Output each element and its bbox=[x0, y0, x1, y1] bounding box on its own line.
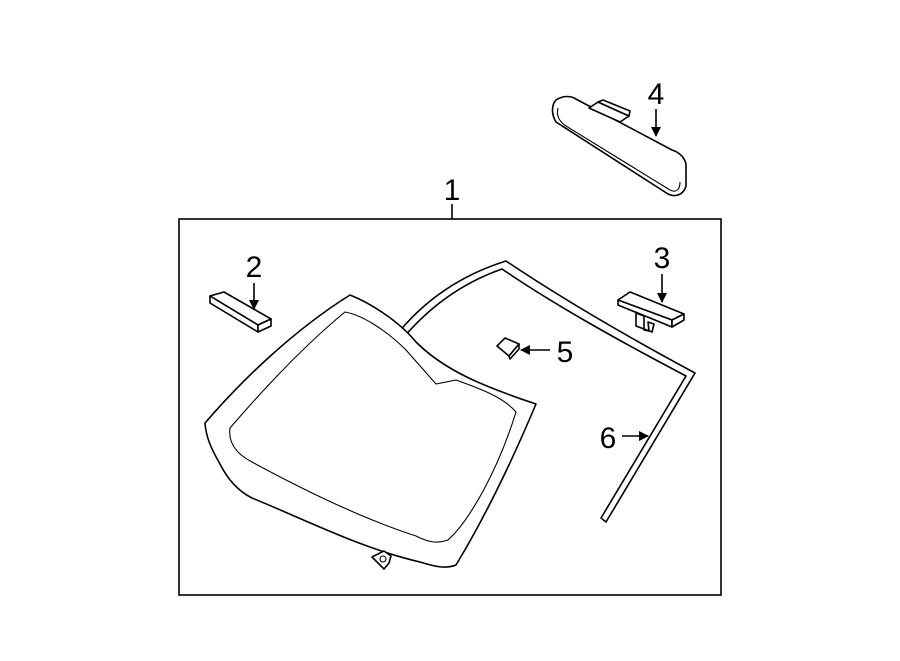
callout-4-label: 4 bbox=[648, 78, 665, 111]
bracket-left bbox=[209, 291, 272, 333]
rear-view-mirror bbox=[551, 95, 687, 197]
molding-strip bbox=[363, 260, 696, 523]
callout-5-label: 5 bbox=[557, 336, 574, 369]
callout-1: 1 bbox=[444, 174, 461, 219]
callout-1-label: 1 bbox=[444, 174, 461, 207]
callout-5: 5 bbox=[520, 336, 574, 369]
callout-2-label: 2 bbox=[246, 251, 263, 284]
callout-3: 3 bbox=[654, 242, 671, 303]
assembly-frame bbox=[178, 218, 722, 596]
callout-3-label: 3 bbox=[654, 242, 671, 275]
bracket-right bbox=[617, 291, 685, 333]
bracket-left-end bbox=[257, 318, 272, 333]
mirror-mount-block bbox=[597, 99, 631, 117]
mirror-body bbox=[551, 95, 687, 197]
windshield bbox=[204, 294, 537, 570]
mirror-lens-edge bbox=[556, 107, 681, 192]
windshield-glass bbox=[204, 294, 537, 568]
bracket-right-tab bbox=[635, 312, 655, 333]
clip-side bbox=[508, 343, 520, 360]
windshield-frit-line bbox=[229, 311, 517, 543]
callout-6: 6 bbox=[600, 422, 649, 455]
reveal-molding bbox=[363, 260, 696, 523]
callout-6-label: 6 bbox=[600, 422, 617, 455]
windshield-bracket-hole bbox=[379, 555, 387, 563]
callout-2: 2 bbox=[246, 251, 263, 310]
bracket-right-end bbox=[671, 313, 685, 328]
callout-4: 4 bbox=[648, 78, 665, 137]
clip bbox=[496, 337, 520, 360]
